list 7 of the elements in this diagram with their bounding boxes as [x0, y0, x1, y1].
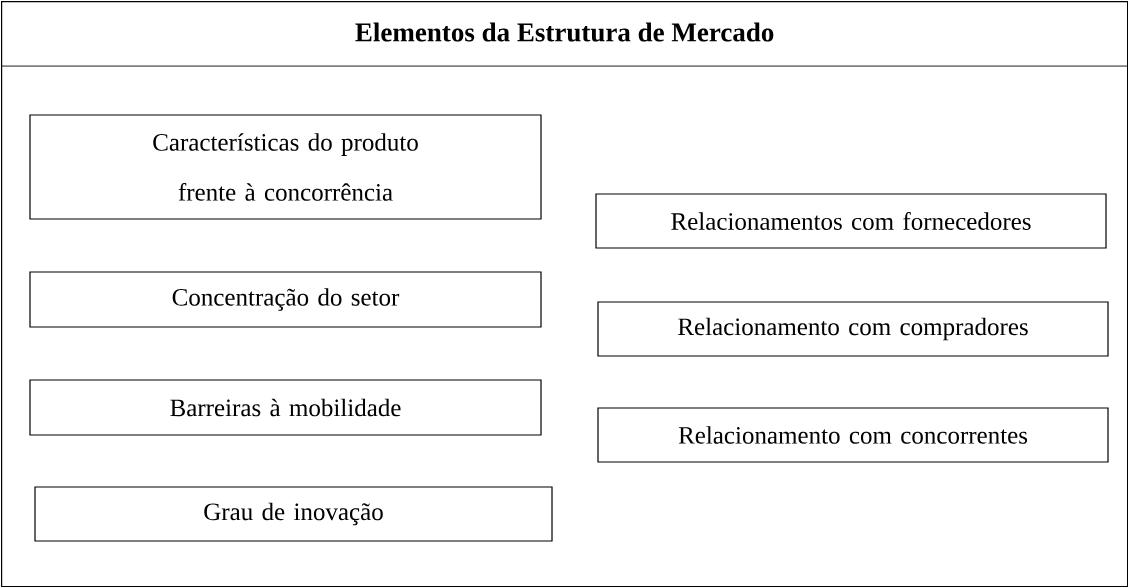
text-box: Grau de inovação: [34, 486, 553, 542]
text-box: Relacionamento com compradores: [597, 301, 1109, 357]
text-box: Características do produto frente à concorrência: [29, 114, 542, 220]
text-box: Relacionamento com concorrentes: [597, 407, 1109, 463]
text-box: Concentração do setor: [29, 271, 542, 328]
text-box: Relacionamentos com fornecedores: [595, 193, 1107, 249]
text-box: Barreiras à mobilidade: [29, 379, 542, 436]
